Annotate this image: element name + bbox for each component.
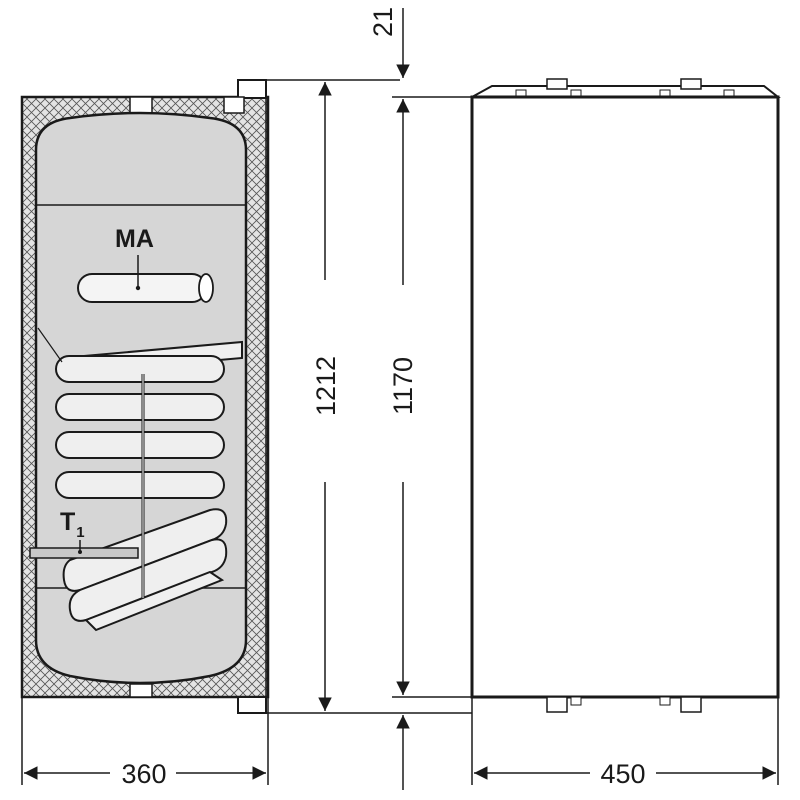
- dim-450-label: 450: [600, 759, 645, 789]
- top-port-2: [680, 78, 702, 90]
- leader-line: [37, 327, 63, 363]
- sensor-label-subscript: 1: [76, 524, 84, 541]
- top-socket-right: [223, 96, 245, 114]
- dim-1170-label: 1170: [388, 357, 418, 415]
- top-socket: [129, 96, 153, 114]
- top-flange: [237, 79, 267, 99]
- dim-1212-label: 1212: [311, 356, 341, 416]
- foot-1: [546, 696, 568, 713]
- top-port-1: [546, 78, 568, 90]
- section-view: [20, 79, 270, 714]
- front-view: [470, 78, 781, 713]
- cabinet-body: [470, 95, 780, 699]
- dim-360-label: 360: [121, 759, 166, 789]
- bottom-flange: [237, 696, 267, 714]
- foot-tab-1: [570, 696, 582, 706]
- dim-21-label: 21: [368, 7, 398, 37]
- dimension-lines: [21, 79, 779, 785]
- sensor-label: T1: [60, 508, 85, 541]
- heat-exchanger-coil: [55, 340, 243, 632]
- foot-2: [680, 696, 702, 713]
- anode-label: MA: [115, 225, 154, 253]
- sensor-sleeve-t1: [29, 540, 139, 559]
- bottom-socket: [129, 683, 153, 698]
- anode-rod: [77, 255, 214, 303]
- foot-tab-2: [659, 696, 671, 706]
